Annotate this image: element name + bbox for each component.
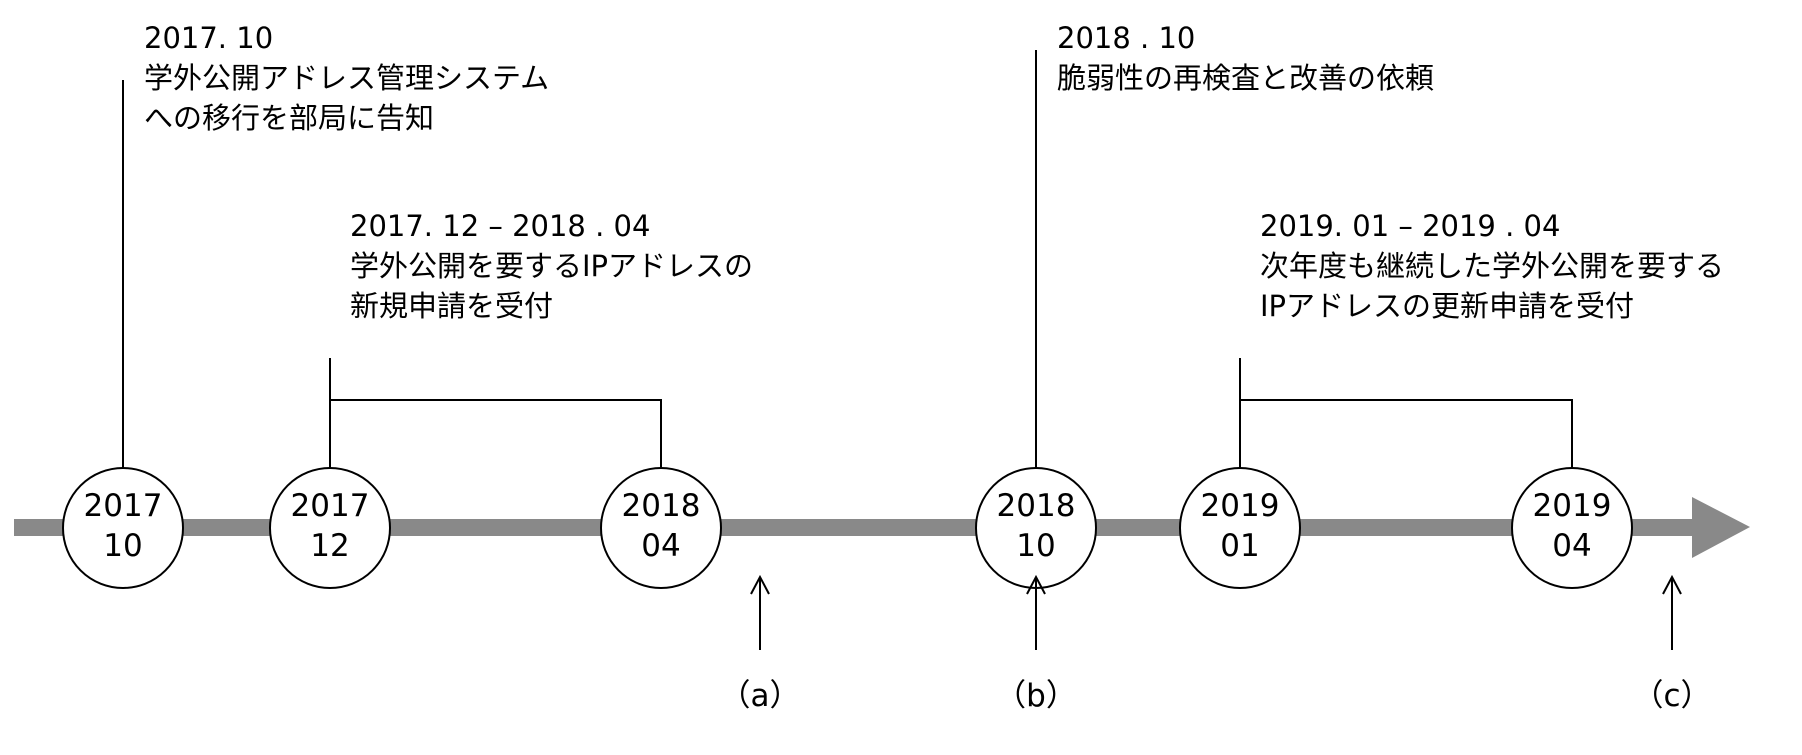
node-year: 2018 [622, 488, 701, 524]
timeline-node-2019-04: 2019 04 [1511, 467, 1633, 589]
marker-label: （b） [995, 678, 1077, 714]
node-year: 2019 [1533, 488, 1612, 524]
timeline-node-2017-12: 2017 12 [269, 467, 391, 589]
node-month: 01 [1220, 528, 1259, 564]
event-date: 2017. 10 [144, 21, 274, 55]
node-month: 12 [310, 528, 349, 564]
node-month: 10 [103, 528, 142, 564]
event-date: 2017. 12 – 2018 . 04 [350, 209, 651, 243]
bracket-2019-01-2019-04 [1239, 358, 1573, 468]
bracket-2017-12-2018-04 [329, 358, 662, 468]
marker-label: （c） [1632, 678, 1711, 714]
event-text-line2: への移行を部局に告知 [144, 101, 435, 135]
marker-a: （a） [720, 574, 801, 714]
node-year: 2018 [997, 488, 1076, 524]
event-date: 2018 . 10 [1057, 21, 1196, 55]
node-year: 2017 [84, 488, 163, 524]
node-month: 04 [1552, 528, 1591, 564]
event-date: 2019. 01 – 2019 . 04 [1260, 209, 1561, 243]
marker-label: （a） [720, 678, 801, 714]
timeline-node-2018-10: 2018 10 [975, 467, 1097, 589]
event-text-line1: 学外公開アドレス管理システム [144, 61, 550, 95]
event-text-line1: 次年度も継続した学外公開を要する [1260, 249, 1725, 283]
event-2017-10: 2017. 10 学外公開アドレス管理システム への移行を部局に告知 [144, 18, 549, 138]
marker-b: （b） [995, 574, 1077, 714]
event-2018-10: 2018 . 10 脆弱性の再検査と改善の依頼 [1057, 18, 1434, 98]
event-text-line1: 学外公開を要するIPアドレスの [350, 249, 754, 283]
timeline-node-2018-04: 2018 04 [600, 467, 722, 589]
event-text-line2: 新規申請を受付 [350, 289, 554, 323]
event-text-line2: IPアドレスの更新申請を受付 [1260, 289, 1635, 323]
event-2019-01-2019-04: 2019. 01 – 2019 . 04 次年度も継続した学外公開を要する IP… [1260, 206, 1724, 326]
event-text-line1: 脆弱性の再検査と改善の依頼 [1057, 61, 1435, 95]
timeline-node-2017-10: 2017 10 [62, 467, 184, 589]
marker-c: （c） [1632, 574, 1712, 714]
node-month: 10 [1016, 528, 1055, 564]
node-month: 04 [641, 528, 680, 564]
timeline-node-2019-01: 2019 01 [1179, 467, 1301, 589]
event-2017-12-2018-04: 2017. 12 – 2018 . 04 学外公開を要するIPアドレスの 新規申… [350, 206, 753, 326]
timeline-arrowhead [1692, 497, 1750, 558]
timeline-bar [14, 519, 1704, 536]
node-year: 2019 [1201, 488, 1280, 524]
node-year: 2017 [291, 488, 370, 524]
